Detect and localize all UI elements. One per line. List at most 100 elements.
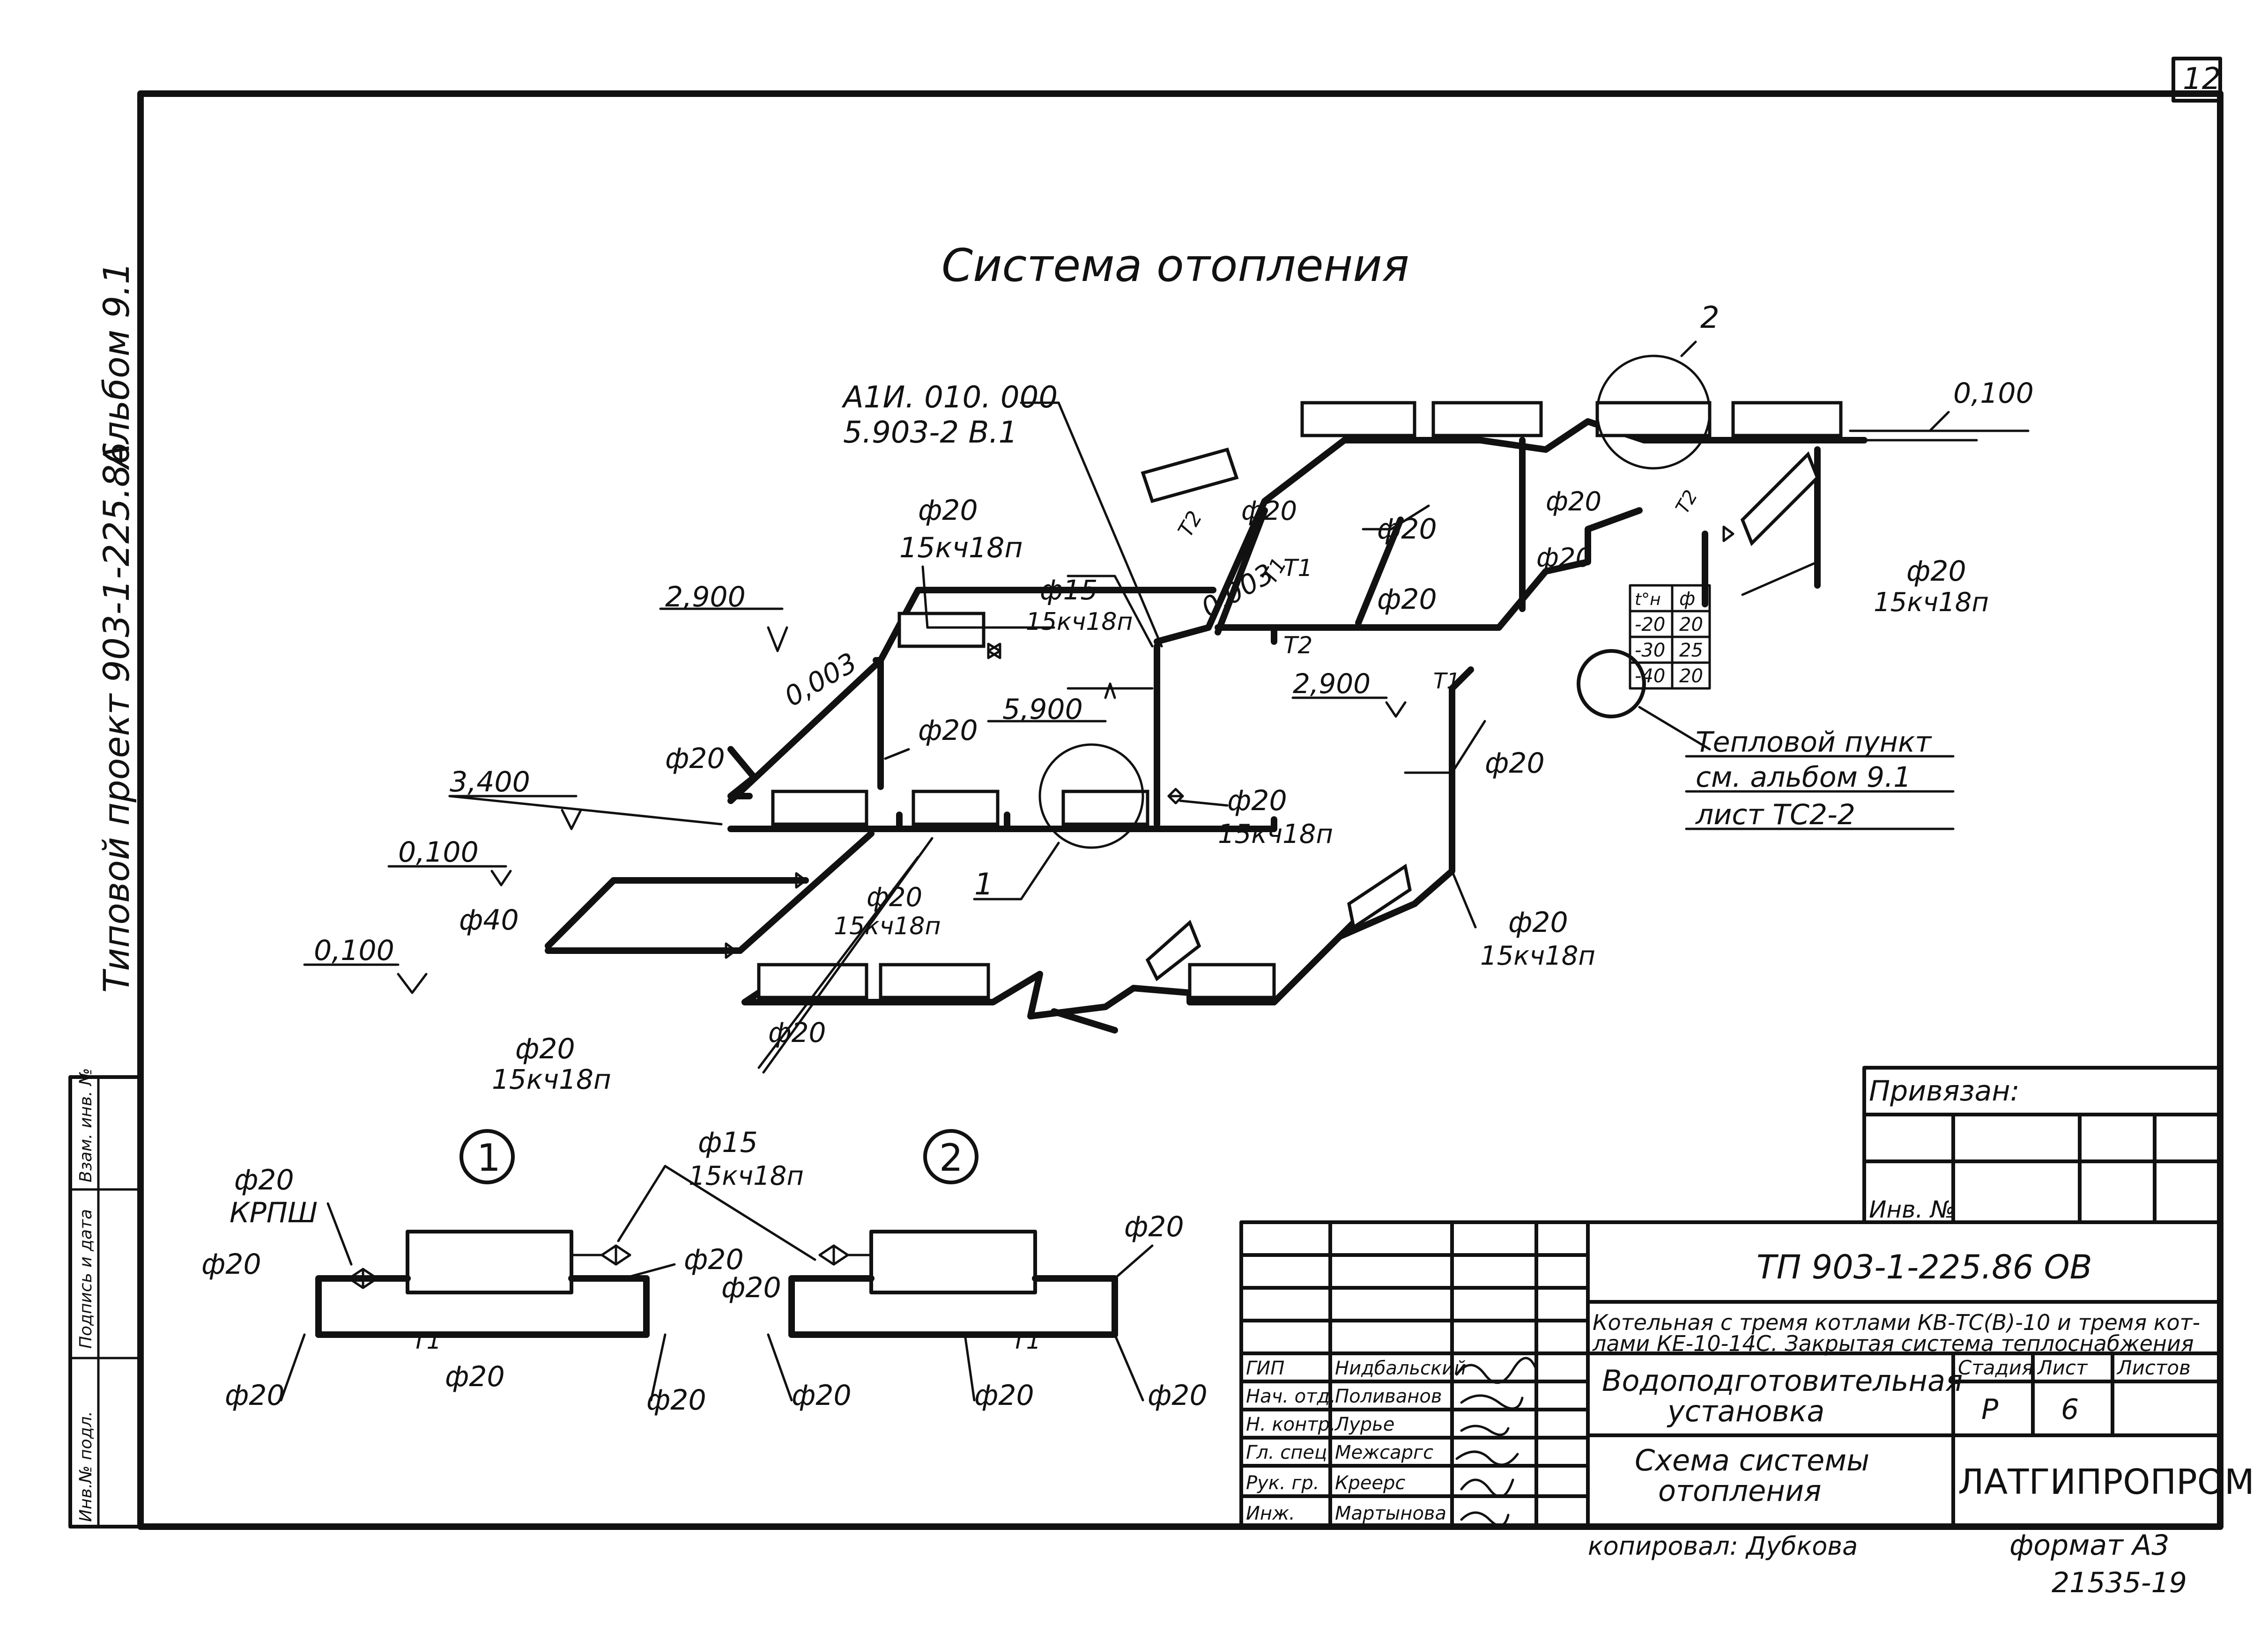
diameter-label: ф20	[1377, 583, 1437, 616]
temp-table-cell: 25	[1679, 640, 1703, 661]
detail-2-drawing: 2 ф15 15кч18п ф20 Т1 ф20 ф20 ф20 ф20	[689, 1126, 1208, 1412]
elevation-label: 0,100	[314, 934, 394, 967]
side-project-label: Типовой проект 903-1-225.86	[96, 442, 137, 993]
detail-label: ф20	[1148, 1379, 1208, 1412]
detail-callout-1	[1038, 743, 1144, 849]
title-block-role: Гл. спец.	[1246, 1442, 1333, 1463]
detail-label: ф20	[792, 1379, 852, 1412]
title-block-role: Нач. отд.	[1246, 1386, 1336, 1407]
signature-marks	[1455, 1357, 1538, 1527]
heat-point-label: Тепловой пункт	[1696, 726, 1932, 759]
detail-2-number: 2	[939, 1136, 963, 1180]
leader-lines	[757, 340, 2030, 1074]
detail-label: ф20	[445, 1360, 505, 1393]
elevation-label: 3,400	[450, 766, 530, 798]
title-block-org: ЛАТГИПРОПРОМ	[1958, 1462, 2254, 1502]
node-label-1: 1	[974, 867, 993, 902]
detail-2-circle	[923, 1129, 978, 1184]
detail-label: ф20	[684, 1243, 744, 1276]
diameter-label: ф20	[918, 714, 978, 747]
title-block-stage: Р	[1981, 1393, 1999, 1426]
elevation-label: 0,100	[1953, 377, 2034, 410]
temp-table-cell: -40	[1635, 665, 1665, 687]
detail-label: ф20	[234, 1164, 294, 1196]
title-block-name: Поливанов	[1335, 1386, 1442, 1407]
radiator	[897, 612, 986, 648]
title-block-hdr-stage: Стадия	[1958, 1356, 2033, 1379]
radiator	[771, 790, 868, 826]
detail-1-circle	[460, 1129, 515, 1184]
detail-label: Т1	[412, 1327, 441, 1354]
title-block-role: ГИП	[1246, 1358, 1284, 1379]
title-block-hdr-sheets: Листов	[2116, 1356, 2191, 1379]
ref-label-bottom: 5.903-2 В.1	[843, 415, 1017, 450]
title-block-format: формат А3	[2009, 1529, 2169, 1562]
title-block-sub-1: Водоподготовительная	[1602, 1364, 1963, 1398]
detail-callout-2	[1596, 354, 1711, 470]
title-block-sheet-1: Схема системы	[1635, 1443, 1869, 1477]
detail-label: Т1	[1012, 1327, 1041, 1354]
diameter-label: ф20	[1546, 487, 1601, 517]
side-album-label: Альбом 9.1	[96, 262, 137, 471]
diameter-label: ф20	[1536, 543, 1592, 573]
title-block-doc-no: 21535-19	[2052, 1566, 2187, 1599]
title-block-name: Мартынова	[1335, 1503, 1446, 1524]
radiator	[1740, 451, 1820, 546]
ref-label-top: А1И. 010. 000	[841, 380, 1058, 415]
radiator	[1595, 401, 1712, 437]
diameter-label: ф20	[1485, 747, 1545, 780]
heat-point-circle	[1577, 649, 1646, 718]
title-block-inv: Инв. №	[1869, 1196, 1955, 1223]
title-block-lines	[1239, 1066, 2222, 1529]
radiator	[912, 790, 1000, 826]
title-block-copied: копировал: Дубкова	[1588, 1531, 1858, 1561]
diameter-label: ф20	[1227, 784, 1287, 817]
elevation-label: 0,100	[398, 836, 479, 869]
title-block-code: ТП 903-1-225.86 ОВ	[1757, 1248, 2092, 1286]
side-field-replacement: Взам. инв. №	[76, 1068, 96, 1182]
diameter-label: ф20	[515, 1033, 575, 1065]
detail-1-number: 1	[477, 1136, 501, 1180]
diameter-label: ф20	[918, 494, 978, 527]
title-block-role: Н. контр.	[1246, 1414, 1336, 1435]
title-block-sheet-2: отопления	[1658, 1474, 1821, 1508]
detail-label: ф15	[698, 1126, 758, 1159]
detail-label: КРПШ	[230, 1196, 318, 1229]
radiator	[1431, 401, 1543, 437]
title-block-hdr-sheet: Лист	[2037, 1356, 2088, 1379]
title-block-attached: Привязан:	[1869, 1075, 2020, 1108]
heat-point-sheet: лист ТС2-2	[1695, 798, 1855, 831]
radiator	[1188, 963, 1276, 999]
temp-table-cell: -20	[1635, 614, 1665, 635]
temp-table-cell: 20	[1679, 614, 1703, 635]
radiator	[1347, 864, 1412, 930]
radiator	[1145, 920, 1201, 982]
title-block-name: Лурье	[1334, 1414, 1394, 1435]
detail-label: ф20	[974, 1379, 1034, 1412]
detail-1-drawing: 1 ф20 КРПШ ф20 ф20 Т1 ф20 ф20 ф20	[201, 1129, 816, 1417]
pipe-t1-label: Т1	[1433, 668, 1460, 694]
title-block-sub-2: установка	[1667, 1394, 1824, 1428]
valve-label: 15кч18п	[1480, 941, 1595, 971]
elevation-label: 2,900	[665, 581, 746, 613]
title-block-name: Межсаргс	[1335, 1442, 1433, 1463]
elevation-label: 5,900	[1002, 693, 1083, 726]
detail-label: ф20	[1124, 1211, 1184, 1243]
elevation-marks	[303, 411, 1950, 994]
pipe-t2-label: Т2	[1283, 632, 1312, 659]
diameter-label: ф20	[1906, 555, 1966, 588]
valve-label: 15кч18п	[899, 532, 1023, 564]
temp-table-cell: 20	[1679, 665, 1703, 687]
detail-label: ф20	[225, 1379, 285, 1412]
temp-table-header-d: ф	[1679, 588, 1695, 610]
valve-label: 15кч18п	[834, 912, 941, 940]
side-field-original: Инв.№ подл.	[76, 1411, 96, 1522]
side-field-signature: Подпись и дата	[76, 1209, 96, 1349]
sheet-number: 12	[2183, 62, 2221, 96]
diameter-label: ф40	[459, 904, 519, 937]
radiator	[1061, 790, 1149, 826]
diameter-label: ф20	[1508, 906, 1568, 939]
temp-table	[1629, 584, 1711, 690]
detail-label: ф20	[721, 1271, 781, 1304]
